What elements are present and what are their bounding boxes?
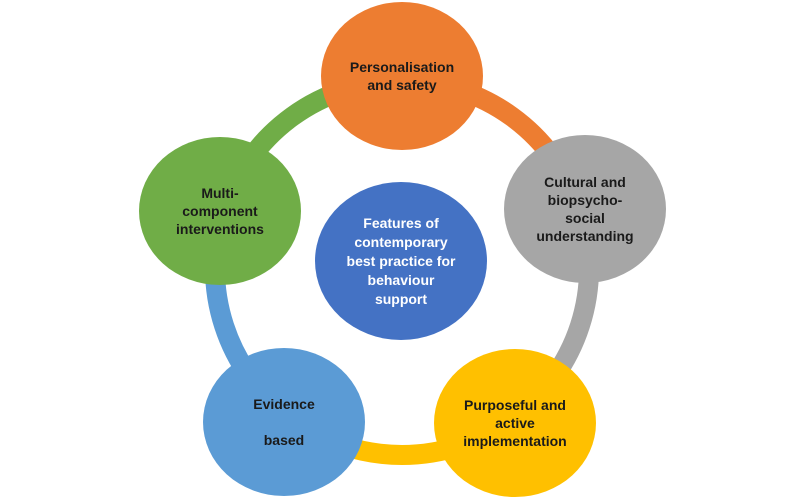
node-cultural-label: Cultural and biopsycho- social understan… [536, 174, 634, 244]
center-hub-features-best-practice: Features of contemporary best practice f… [315, 182, 487, 340]
node-personalisation-label: Personalisation and safety [349, 59, 455, 93]
node-purposeful-label: Purposeful and active implementation [463, 397, 567, 449]
node-multicomponent-label: Multi- component interventions [176, 185, 264, 237]
center-hub-label: Features of contemporary best practice f… [346, 214, 456, 307]
node-multi-component-interventions: Multi- component interventions [139, 137, 301, 285]
node-cultural-biopsychosocial-understanding: Cultural and biopsycho- social understan… [504, 135, 666, 283]
node-evidence-label: Evidence based [253, 396, 315, 448]
node-purposeful-active-implementation: Purposeful and active implementation [434, 349, 596, 497]
node-personalisation-and-safety: Personalisation and safety [321, 2, 483, 150]
node-evidence-based: Evidence based [203, 348, 365, 496]
